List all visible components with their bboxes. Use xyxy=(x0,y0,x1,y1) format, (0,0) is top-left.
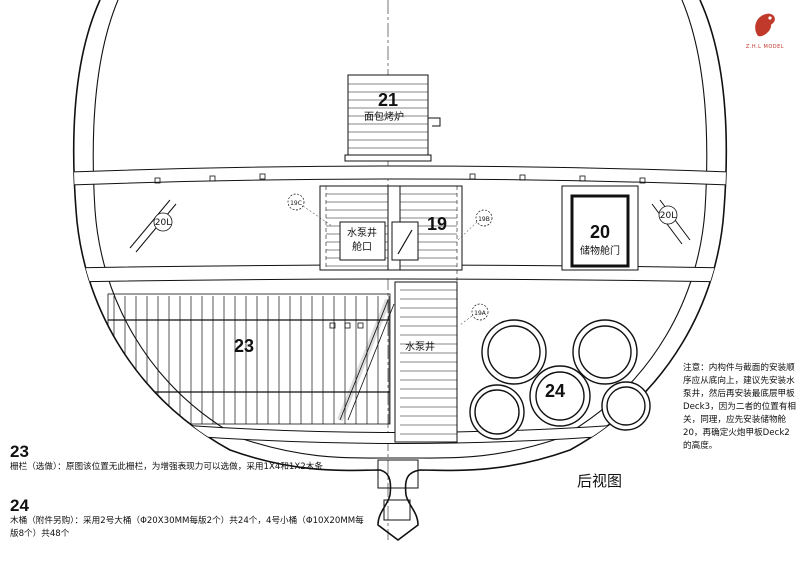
hull-inner-outline xyxy=(92,0,708,459)
hull-outline xyxy=(72,0,728,541)
brand-logo: Z.H.L MODEL xyxy=(735,6,795,50)
part-24-text: 木桶（附件另购）：采用2号大桶（Φ20X30MM每版2个）共24个，4号小桶（Φ… xyxy=(10,516,364,539)
pump-hatch-label-2: 舱口 xyxy=(352,240,372,253)
part-24-note: 24 木桶（附件另购）：采用2号大桶（Φ20X30MM每版2个）共24个，4号小… xyxy=(10,496,370,541)
logo-text: Z.H.L MODEL xyxy=(745,44,785,50)
barrels xyxy=(469,319,651,440)
seahorse-logo-icon xyxy=(755,13,775,37)
view-title: 后视图 xyxy=(577,472,623,490)
keel-bolt xyxy=(383,499,411,521)
callout-a-label: 19C xyxy=(290,200,302,207)
bolt-mark xyxy=(357,322,364,329)
pump-well-shaft xyxy=(394,281,458,443)
part-number-24-drawing: 24 xyxy=(545,381,565,401)
part-23-text: 栅栏（选做）：原图该位置无此栅栏，为增强表现力可以选做，采用1X4和1X2木条 xyxy=(10,462,323,472)
bolt-mark xyxy=(259,173,266,180)
right-post-callout xyxy=(658,205,678,225)
callout-c xyxy=(471,303,489,321)
callout-a xyxy=(287,193,305,211)
pump-hatch-label-1: 水泵井 xyxy=(347,226,377,239)
assembly-note: 注意：内构件与截面的安装顺序应从底向上，建议先安装水泵井，然后再安装最底层甲板D… xyxy=(683,363,797,451)
bolt-mark xyxy=(209,175,216,182)
part-23-note: 23 栅栏（选做）：原图该位置无此栅栏，为增强表现力可以选做，采用1X4和1X2… xyxy=(10,442,370,474)
left-post-label: 20L xyxy=(155,218,171,228)
bolt-mark xyxy=(469,173,476,180)
left-post-strut xyxy=(129,199,171,249)
part-number-19: 19 xyxy=(427,214,447,234)
part-number-20: 20 xyxy=(590,222,610,242)
callout-c-label: 19A xyxy=(474,310,487,317)
storage-hatch-label: 储物舱门 xyxy=(580,244,620,257)
bolt-mark xyxy=(579,175,586,182)
right-post-label: 20L xyxy=(660,211,676,221)
upper-deck-beam xyxy=(73,165,727,186)
bread-oven-label: 面包烤炉 xyxy=(364,110,404,123)
left-post-callout xyxy=(153,212,173,232)
part-number-21: 21 xyxy=(378,90,398,110)
bread-oven xyxy=(344,74,441,162)
keel xyxy=(377,459,419,489)
bolt-mark xyxy=(344,322,351,329)
callout-b xyxy=(475,209,493,227)
part-23-number: 23 xyxy=(10,442,29,461)
bolt-mark xyxy=(519,174,526,181)
part-number-23-drawing: 23 xyxy=(234,336,254,356)
deck-bolts xyxy=(154,173,646,329)
callout-b-label: 19B xyxy=(478,216,490,223)
storage-hatch xyxy=(561,185,639,271)
pump-well-frame xyxy=(319,185,463,271)
part-24-number: 24 xyxy=(10,496,29,515)
bolt-mark xyxy=(639,177,646,184)
bolt-mark xyxy=(154,177,161,184)
bolt-mark xyxy=(329,322,336,329)
pump-well-label: 水泵井 xyxy=(405,340,435,353)
